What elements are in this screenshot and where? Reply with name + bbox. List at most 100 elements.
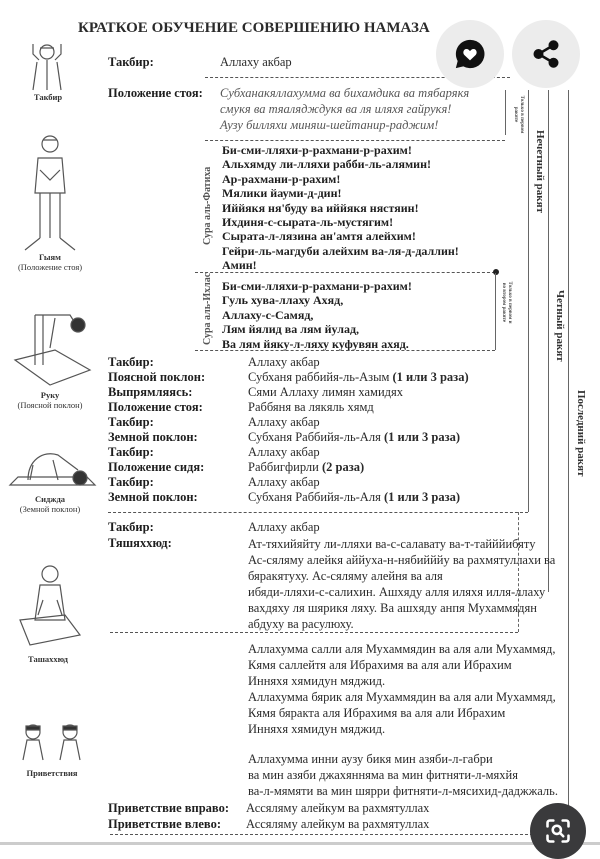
fatiha-line: Би-сми-лляхи-р-рахмани-р-рахим! — [222, 143, 412, 157]
step-extra: (1 или 3 раза) — [392, 370, 469, 384]
takbir-figure — [32, 44, 62, 91]
fatiha-label: Сура аль-Фатиха — [202, 166, 213, 245]
step-value: Раббигфирли — [248, 460, 322, 474]
step-row: Положение сидя: Раббигфирли (2 раза) — [108, 460, 469, 475]
step-value: Субханя Раббийя-ль-Аля — [248, 430, 384, 444]
step-row: Положение стоя: Раббяня ва лякяль хямд — [108, 400, 469, 415]
ruku-figure — [13, 314, 92, 386]
greeting-figures — [22, 724, 81, 761]
step-label: Земной поклон: — [108, 430, 198, 444]
ikhlas-line: Аллаху-с-Самяд, — [222, 307, 314, 322]
greeting-right-label: Приветствие вправо: — [108, 801, 230, 815]
step-row: Земной поклон: Субханя Раббийя-ль-Аля (1 … — [108, 430, 469, 445]
figure-caption-ruku: Руку(Поясной поклон) — [17, 390, 83, 410]
step-row: Выпрямляясь:Сями Аллаху лимян хамидях — [108, 385, 469, 400]
takbir-value: Аллаху акбар — [248, 520, 320, 534]
step-label: Выпрямляясь: — [108, 385, 193, 399]
step-extra: (1 или 3 раза) — [383, 490, 461, 504]
salawat-line: Аллахумма бярик аля Мухаммядин ва аля ал… — [248, 690, 556, 704]
step-row: Такбир: Аллаху акбар — [108, 355, 469, 370]
tashahhud-text: Ат-тяхийяйту ли-лляхи ва-с-салавату ва-т… — [248, 536, 555, 632]
salawat-line: Инняхя хямидун мяджид. — [248, 674, 386, 688]
tashahhud-figure — [19, 565, 82, 646]
step-label: Земной поклон: — [108, 490, 198, 504]
standing-figure — [24, 135, 76, 251]
visual-search-icon — [546, 819, 570, 843]
fatiha-text: Би-сми-лляхи-р-рахмани-р-рахим!Альхямду … — [222, 143, 459, 273]
figure-caption-takbir: Такбир — [33, 92, 63, 102]
salawat-line: Кямя саллейтя аля Ибрахимя ва аля али Иб… — [248, 658, 512, 672]
step-label: Такбир: — [108, 445, 154, 459]
figure-caption-tashahhud: Ташаххюд — [28, 654, 68, 664]
dua-line: ва-л-мямяти ва мин шярри фитняти-л-мясих… — [248, 784, 558, 798]
takbir-value: Аллаху акбар — [220, 55, 292, 69]
step-value: Аллаху акбар — [248, 355, 320, 369]
greeting-right-value: Ассяляму алейкум ва рахмятуллах — [246, 801, 430, 815]
step-label: Такбир: — [108, 415, 154, 429]
standing-line: Субханакяллахумма ва бихамдика ва тябаря… — [220, 86, 470, 100]
step-value: Аллаху акбар — [248, 415, 320, 429]
step-label: Положение стоя: — [108, 400, 203, 414]
tashahhud-line: Ат-тяхийяйту ли-лляхи ва-с-салавату ва-т… — [248, 537, 536, 551]
sajda-figure — [8, 453, 97, 486]
step-extra: (1 или 3 раза) — [383, 430, 461, 444]
dua-line: ва мин азяби джахянняма ва мин фитняти-л… — [248, 768, 518, 782]
tashahhud-line: абдуху ва расулюху. — [248, 617, 354, 631]
tashahhud-line: Ас-сялямy алейкя аййуха-н-нябийййу ва ра… — [248, 553, 556, 567]
fatiha-line: Сырата-л-лязина ан'амтя алейхим! — [222, 229, 416, 244]
step-extra: (2 раза) — [321, 460, 365, 474]
standing-line: Аузу билляхи миняш-шейтанир-раджим! — [220, 118, 439, 132]
share-button[interactable] — [512, 20, 580, 88]
salawat-line: Кямя бяракта аля Ибрахимя ва аля али Ибр… — [248, 706, 506, 720]
visual-search-button[interactable] — [530, 803, 586, 859]
save-like-button[interactable] — [436, 20, 504, 88]
tashahhud-line: вахдяху ля шярикя ляху. Ва ашхяду анпя М… — [248, 601, 537, 615]
ikhlas-line: Лям йялид ва лям йулад, — [222, 322, 360, 337]
fatiha-line: Ар-рахмани-р-рахим! — [222, 171, 341, 186]
figure-caption-greetings: Приветствия — [26, 768, 78, 778]
ikhlas-label: Сура аль-Ихлас — [202, 272, 213, 345]
first-rakat-note: Только в первом ракяте — [513, 95, 524, 134]
share-icon — [533, 40, 559, 68]
greeting-left-label: Приветствие влево: — [108, 817, 222, 831]
step-value: Субханя раббийя-ль-Азым — [248, 370, 393, 384]
salawat-text: Аллахумма салли аля Мухаммядин ва аля ал… — [248, 641, 556, 737]
step-label: Положение сидя: — [108, 460, 205, 474]
step-value: Субханя Раббийя-ль-Аля — [248, 490, 384, 504]
dua-text: Аллахумма инни аузу бикя мин азяби-л-габ… — [248, 751, 558, 799]
even-rakat-label: Четный ракят — [554, 290, 566, 362]
fatiha-line: Ихдиня-с-сырата-ль-мустягим! — [222, 215, 394, 230]
fatiha-line: Альхямду ли-лляхи рабби-ль-алямин! — [222, 157, 431, 172]
step-value: Раббяня ва лякяль хямд — [248, 400, 374, 414]
ikhlas-line: Ва лям йяку-л-ляху куфувян ахяд. — [222, 336, 409, 351]
fatiha-line: Иййякя ня'буду ва иййякя нястяин! — [222, 200, 419, 215]
step-row: Такбир:Аллаху акбар — [108, 475, 469, 490]
step-row: Такбир: Аллаху акбар — [108, 415, 469, 430]
standing-label: Положение стоя: — [108, 86, 203, 100]
step-value: Аллаху акбар — [248, 445, 320, 459]
step-row: Земной поклон: Субханя Раббийя-ль-Аля (1 … — [108, 490, 469, 505]
step-label: Поясной поклон: — [108, 370, 206, 384]
tashahhud-label: Тяшяххюд: — [108, 536, 172, 550]
step-row: Такбир: Аллаху акбар — [108, 445, 469, 460]
steps-list: Такбир: Аллаху акбар Поясной поклон: Субха… — [108, 355, 469, 505]
takbir-label: Такбир: — [108, 55, 154, 69]
salawat-line: Аллахумма салли аля Мухаммядин ва аля ал… — [248, 642, 556, 656]
dua-line: Аллахумма инни аузу бикя мин азяби-л-габ… — [248, 752, 493, 766]
page-title: КРАТКОЕ ОБУЧЕНИЕ СОВЕРШЕНИЮ НАМАЗА — [78, 20, 430, 36]
first-second-rakat-note: Только в первом и во втором ракяте — [501, 281, 512, 324]
figure-caption-sajda: Сиджда(Земной поклон) — [19, 494, 81, 514]
greeting-left-value: Ассяляму алейкум ва рахмятуллах — [246, 817, 430, 831]
tashahhud-line: бяракятуху. Ас-сялямy алейня ва аля — [248, 569, 443, 583]
step-label: Такбир: — [108, 475, 154, 489]
tashahhud-line: ибяди-лляхи-с-салихин. Ашхяду алля иляхя… — [248, 585, 546, 599]
ikhlas-line: Би-сми-лляхи-р-рахмани-р-рахим! — [222, 279, 412, 293]
heart-speech-bubble-icon — [455, 39, 485, 69]
ikhlas-text: Би-сми-лляхи-р-рахмани-р-рахим!Гуль хува… — [222, 279, 412, 351]
takbir-label: Такбир: — [108, 520, 154, 534]
ikhlas-line: Гуль хува-ллаху Ахяд, — [222, 293, 344, 308]
step-label: Такбир: — [108, 355, 154, 369]
odd-rakat-label: Нечетный ракят — [534, 130, 546, 213]
fatiha-line: Амин! — [222, 258, 257, 273]
last-rakat-label: Последний ракят — [575, 390, 587, 477]
